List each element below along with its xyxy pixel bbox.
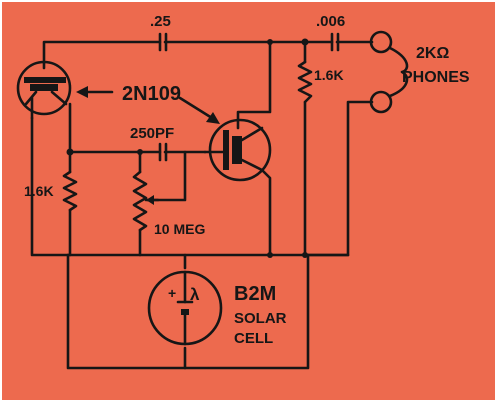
potentiometer-label: 10 MEG <box>154 221 205 237</box>
cell-lambda-label: λ <box>190 285 200 304</box>
pointer-arrow <box>76 86 220 124</box>
cap-top-left-label: .25 <box>150 13 171 30</box>
transistor-label: 2N109 <box>122 83 181 105</box>
cell-plus-label: + <box>168 285 176 301</box>
circuit-wires <box>30 40 374 370</box>
resistor-left-label: 1.6K <box>24 183 54 199</box>
headphones-label: PHONES <box>402 69 470 86</box>
cell-name-label: B2M <box>234 283 276 305</box>
solar-cell-icon <box>147 270 223 346</box>
capacitor-icon <box>330 32 340 52</box>
cell-desc-label-1: SOLAR <box>234 310 287 327</box>
junction-dots <box>66 38 309 258</box>
potentiometer-icon <box>132 170 160 232</box>
pnp-transistor-icon <box>16 60 72 116</box>
capacitor-icon <box>158 32 168 52</box>
resistor-icon <box>297 60 313 104</box>
cap-middle-label: 250PF <box>130 125 174 142</box>
capacitor-icon <box>158 142 168 162</box>
headphone-jack-icon <box>369 30 409 114</box>
resistor-right-label: 1.6K <box>314 67 344 83</box>
headphones-value-label: 2KΩ <box>416 45 449 62</box>
resistor-icon <box>62 170 78 212</box>
cell-desc-label-2: CELL <box>234 330 273 347</box>
cap-top-right-label: .006 <box>316 13 345 30</box>
npn-transistor-icon <box>203 118 272 182</box>
